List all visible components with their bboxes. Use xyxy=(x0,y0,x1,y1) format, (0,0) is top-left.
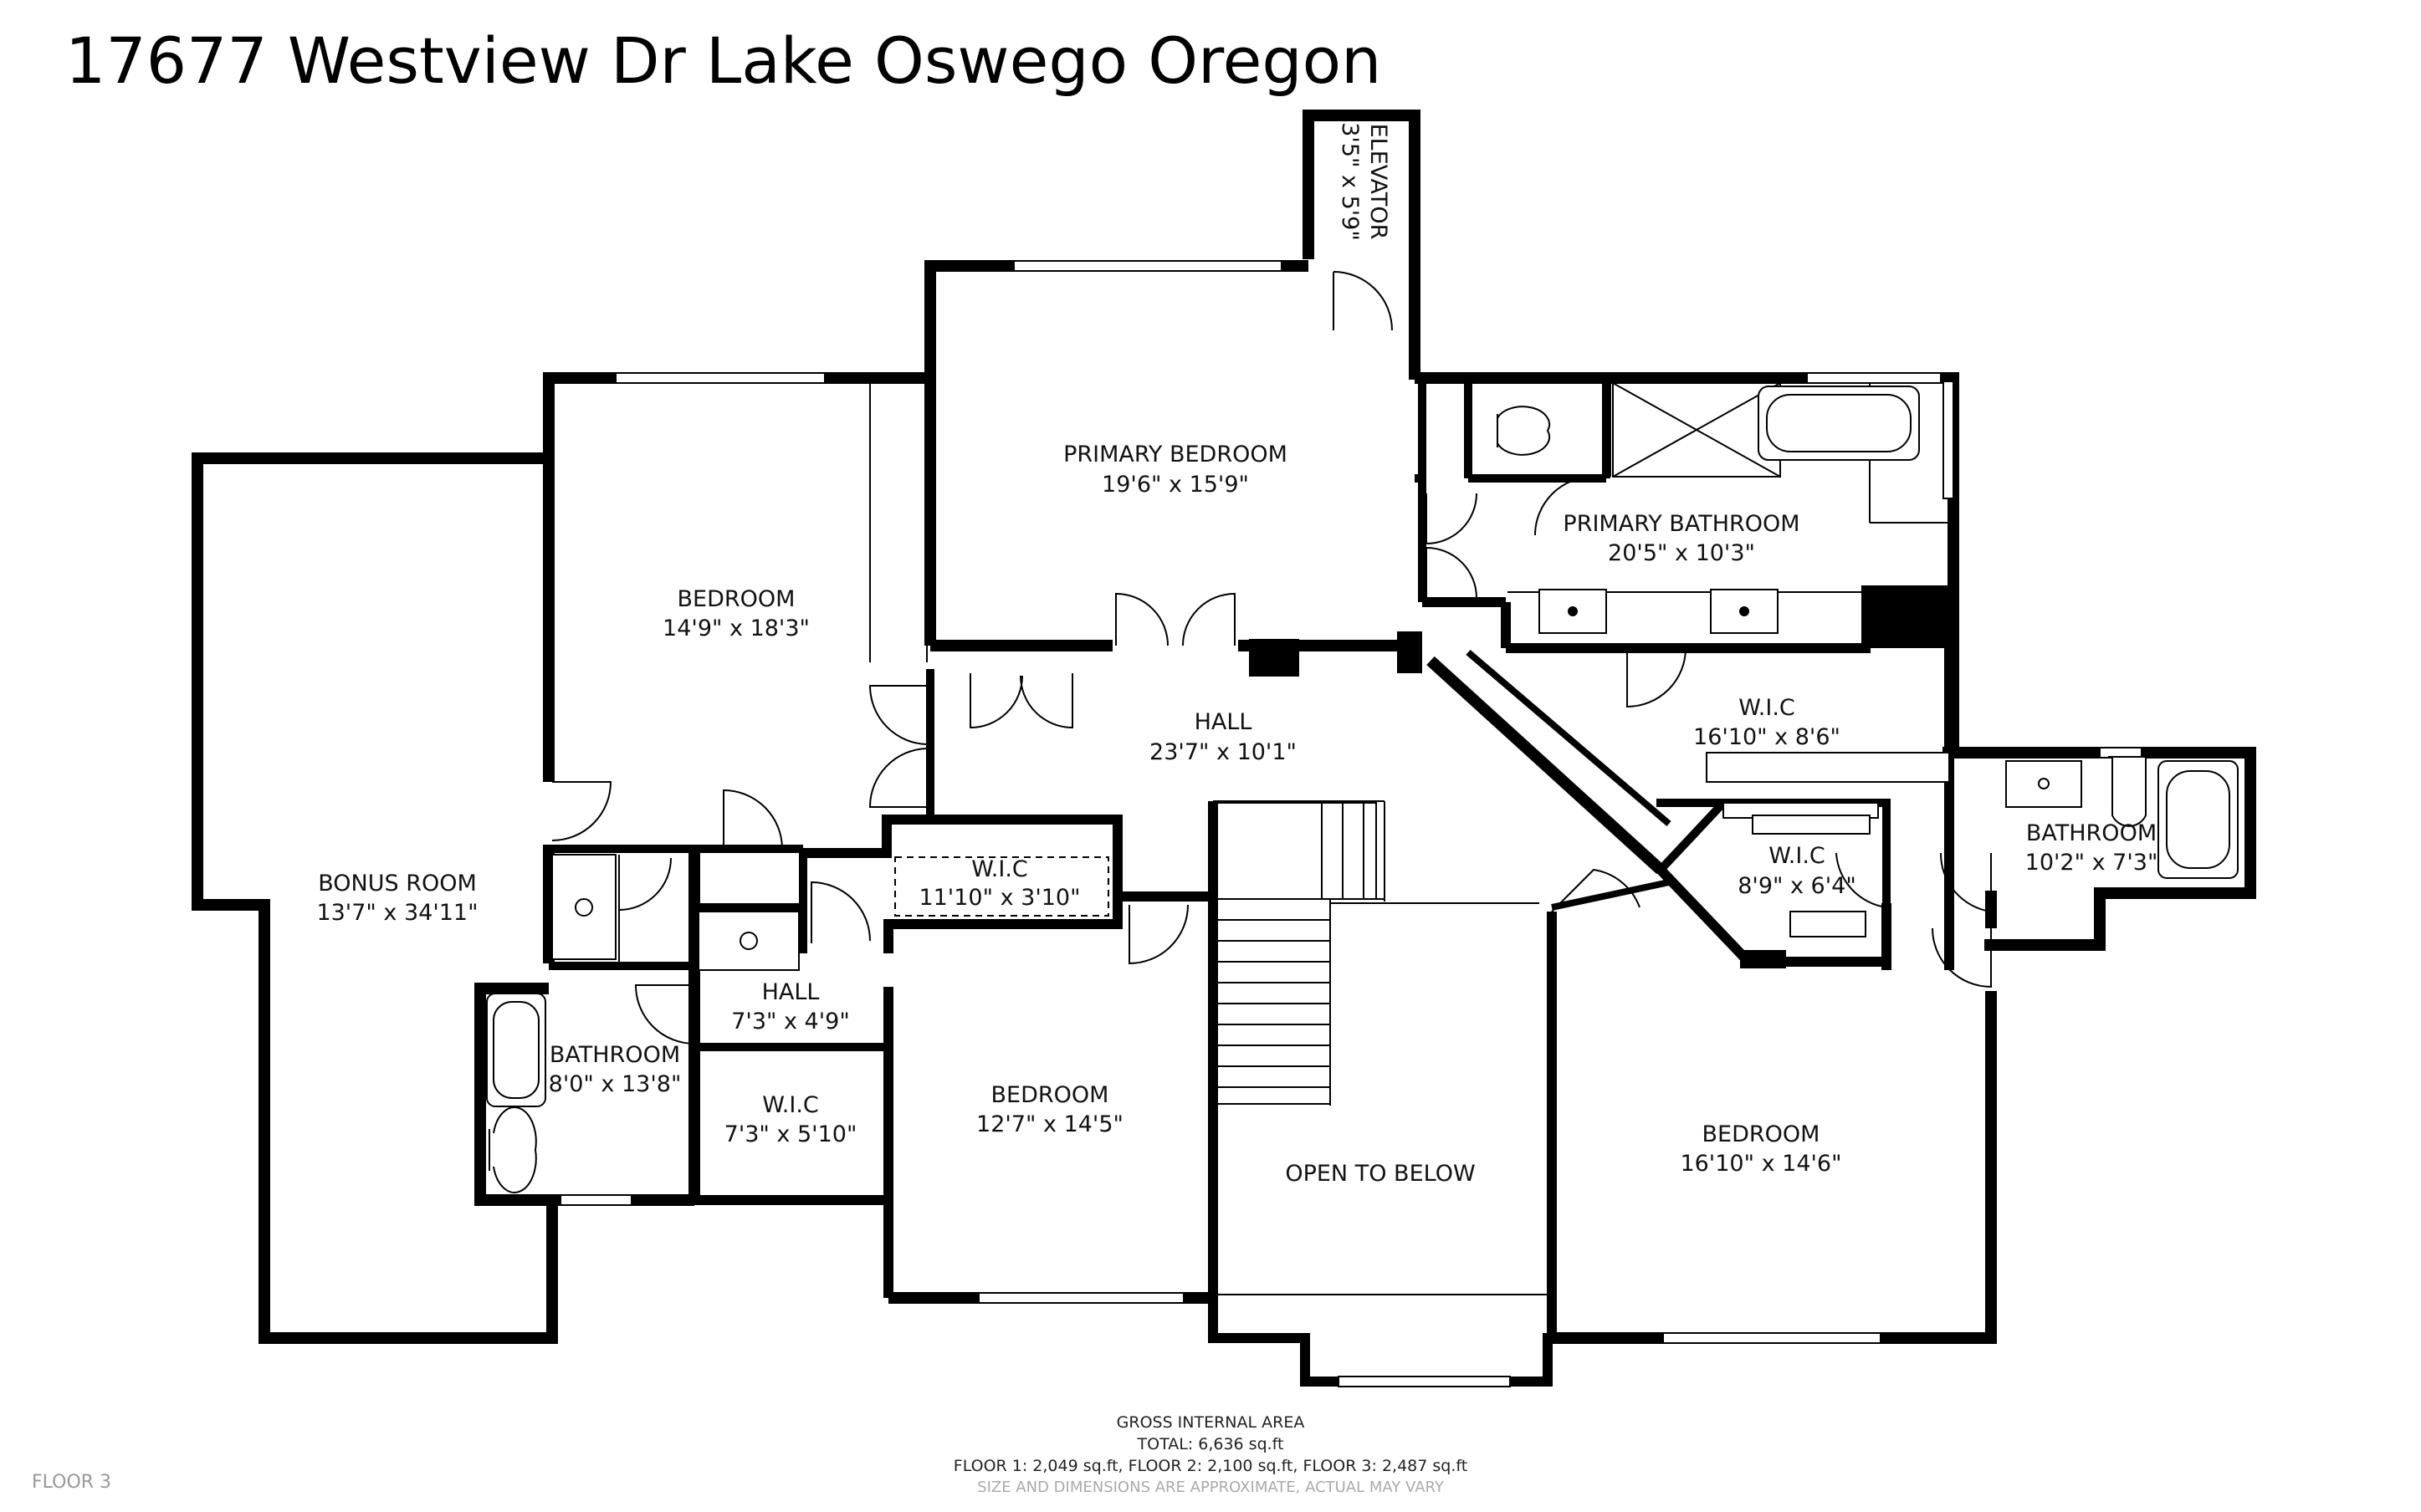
room-bonus-room-name: BONUS ROOM xyxy=(318,871,477,896)
room-wic-primary-name: W.I.C xyxy=(1738,695,1795,721)
room-hall-main-name: HALL xyxy=(1195,709,1252,735)
doors xyxy=(551,271,1992,1045)
room-wic-small-dims: 7'3" x 5'10" xyxy=(724,1121,857,1147)
room-wic-hall-dims: 11'10" x 3'10" xyxy=(919,885,1080,911)
floor-label: FLOOR 3 xyxy=(32,1472,112,1493)
room-wic-east-name: W.I.C xyxy=(1768,843,1825,869)
room-primary-bathroom-dims: 20'5" x 10'3" xyxy=(1608,540,1755,566)
area-heading: GROSS INTERNAL AREA xyxy=(1116,1413,1305,1432)
room-bathroom-east-name: BATHROOM xyxy=(2026,820,2157,846)
room-labels: ELEVATOR 3'5" x 5'9" PRIMARY BEDROOM 19'… xyxy=(316,122,2157,1187)
room-wic-east-dims: 8'9" x 6'4" xyxy=(1738,873,1856,899)
room-hall-small-dims: 7'3" x 4'9" xyxy=(731,1009,850,1034)
room-hall-small-name: HALL xyxy=(762,979,820,1005)
room-primary-bedroom-dims: 19'6" x 15'9" xyxy=(1102,472,1249,498)
room-bathroom-east-dims: 10'2" x 7'3" xyxy=(2025,850,2158,876)
room-bedroom-1-name: BEDROOM xyxy=(678,586,796,612)
room-open-to-below-name: OPEN TO BELOW xyxy=(1285,1161,1475,1187)
page-title: 17677 Westview Dr Lake Oswego Oregon xyxy=(65,23,1382,98)
room-wic-small-name: W.I.C xyxy=(762,1092,819,1118)
windows xyxy=(560,260,2142,1387)
room-elevator-dims: 3'5" x 5'9" xyxy=(1337,122,1363,241)
room-bonus-room-dims: 13'7" x 34'11" xyxy=(316,900,478,926)
area-summary: GROSS INTERNAL AREA TOTAL: 6,636 sq.ft F… xyxy=(0,1413,2421,1496)
room-bedroom-2-dims: 12'7" x 14'5" xyxy=(976,1111,1123,1137)
room-bedroom-1-dims: 14'9" x 18'3" xyxy=(663,616,810,641)
room-bedroom-3-dims: 16'10" x 14'6" xyxy=(1680,1151,1841,1177)
room-primary-bathroom-name: PRIMARY BATHROOM xyxy=(1563,511,1799,537)
area-total: TOTAL: 6,636 sq.ft xyxy=(1137,1435,1284,1453)
room-bedroom-2-name: BEDROOM xyxy=(991,1082,1109,1108)
fixtures xyxy=(486,381,2239,1193)
area-floors: FLOOR 1: 2,049 sq.ft, FLOOR 2: 2,100 sq.… xyxy=(953,1457,1468,1475)
room-hall-main-dims: 23'7" x 10'1" xyxy=(1149,739,1297,765)
room-bathroom-west-dims: 8'0" x 13'8" xyxy=(549,1071,682,1097)
room-bedroom-3-name: BEDROOM xyxy=(1702,1121,1820,1147)
area-disclaimer: SIZE AND DIMENSIONS ARE APPROXIMATE, ACT… xyxy=(977,1479,1444,1496)
room-wic-primary-dims: 16'10" x 8'6" xyxy=(1693,724,1840,750)
room-wic-hall-name: W.I.C xyxy=(971,856,1028,882)
room-bathroom-west-name: BATHROOM xyxy=(550,1042,680,1068)
room-primary-bedroom-name: PRIMARY BEDROOM xyxy=(1063,442,1287,467)
room-elevator-name: ELEVATOR xyxy=(1365,124,1391,240)
